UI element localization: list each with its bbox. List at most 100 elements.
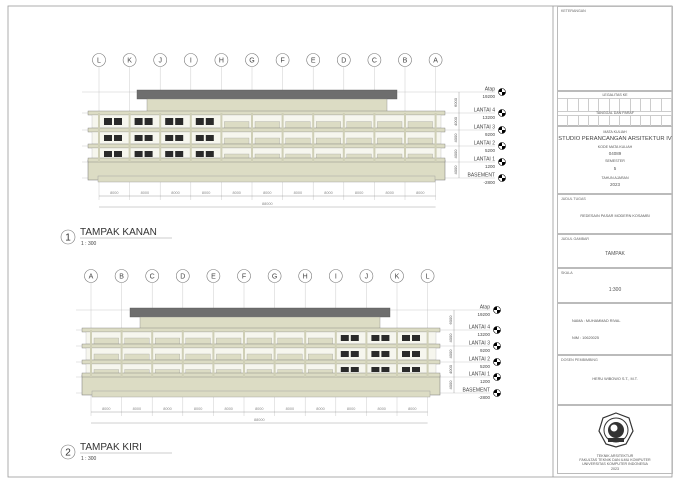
window — [195, 118, 204, 125]
level-elevation: 19200 — [477, 312, 490, 317]
level-name: LANTAI 2 — [469, 357, 491, 363]
balcony — [346, 121, 372, 129]
balcony — [155, 353, 180, 361]
grid-label: I — [190, 58, 192, 65]
window — [381, 367, 390, 372]
window — [114, 135, 122, 141]
balcony — [277, 337, 303, 345]
balcony — [155, 337, 180, 345]
grid-bubble — [145, 269, 159, 283]
window — [350, 335, 359, 341]
level-marker-fill — [493, 389, 501, 397]
grid-label: L — [426, 274, 430, 281]
floor-slab — [81, 343, 441, 349]
bay-dimension-text: 8000 — [232, 191, 240, 195]
floor-slab — [87, 143, 446, 149]
bay-dimension-text: 8000 — [110, 191, 118, 195]
window — [114, 151, 122, 157]
balcony — [407, 137, 433, 145]
bay-dimension-text: 8000 — [416, 191, 424, 195]
level-elevation: 5200 — [485, 148, 496, 153]
total-dimension-text: 88000 — [262, 202, 273, 206]
window — [371, 367, 380, 372]
level-elevation: 19200 — [482, 94, 495, 99]
balcony — [377, 137, 403, 145]
window — [134, 151, 143, 157]
window — [402, 351, 410, 357]
balcony — [377, 121, 403, 129]
balcony — [93, 337, 119, 345]
window — [175, 135, 184, 141]
window — [195, 151, 204, 157]
view-scale: 1 : 300 — [81, 241, 97, 247]
nim: NIM : 10620025 — [572, 336, 600, 340]
window — [165, 151, 174, 157]
balcony — [93, 353, 119, 361]
level-marker-fill — [498, 142, 506, 150]
grid-bubble — [306, 53, 321, 67]
column — [312, 113, 315, 162]
faculty: FAKULTAS TEKNIK DAN ILMU KOMPUTER — [579, 458, 651, 463]
view-number: 2 — [65, 448, 71, 459]
nama: NAMA : MUHAMMAD RIVAL — [572, 319, 621, 323]
grid-bubble — [176, 269, 190, 283]
window — [371, 351, 380, 357]
window — [134, 118, 143, 125]
kode: 04089 — [608, 151, 622, 156]
judul-gambar-label: JUDUL GAMBAR — [561, 237, 590, 241]
bay-dimension-text: 8000 — [224, 407, 232, 411]
column — [334, 330, 337, 377]
window — [350, 351, 359, 357]
grid-label: J — [158, 58, 162, 65]
bay-dimension-text: 8000 — [294, 191, 302, 195]
foundation — [97, 175, 436, 183]
window — [144, 118, 153, 125]
balcony — [254, 121, 280, 129]
bay-dimension-text: 8000 — [377, 407, 385, 411]
column — [365, 330, 368, 377]
window — [104, 118, 112, 125]
balcony — [308, 337, 333, 345]
tahun: 2023 — [609, 182, 620, 187]
level-name: LANTAI 3 — [474, 125, 496, 131]
university: UNIVERSITAS KOMPUTER INDONESIA — [582, 462, 648, 467]
window — [412, 367, 420, 372]
grid-label: L — [97, 58, 101, 65]
tahun-label: TAHUN AJARAN — [601, 176, 629, 180]
balcony — [316, 137, 341, 145]
legalitas-grid — [558, 98, 672, 112]
balcony — [216, 337, 242, 345]
vertical-dimension-text: 4000 — [453, 165, 458, 175]
window — [412, 335, 420, 341]
level-elevation: 13200 — [477, 332, 490, 337]
floor-slab — [87, 110, 446, 116]
bay-dimension-text: 8000 — [355, 191, 363, 195]
column — [181, 330, 184, 377]
grid-bubble — [92, 53, 106, 67]
level-name: BASEMENT — [462, 388, 490, 394]
grid-bubble — [390, 269, 404, 283]
floor-slab — [87, 157, 446, 163]
window — [340, 367, 349, 372]
mata-kuliah: STUDIO PERANCANGAN ARSITEKTUR IV — [558, 136, 672, 142]
window — [381, 351, 390, 357]
judul-gambar: TAMPAK — [605, 251, 625, 257]
level-name: Atap — [480, 305, 491, 311]
grid-label: G — [272, 274, 277, 281]
grid-label: F — [280, 58, 284, 65]
window — [144, 135, 153, 141]
view-number-bubble — [60, 444, 76, 460]
window — [402, 335, 410, 341]
balcony — [254, 137, 280, 145]
window — [165, 135, 174, 141]
balcony — [185, 353, 211, 361]
grid-bubble — [153, 53, 167, 67]
level-elevation: 9200 — [485, 132, 496, 137]
view-number: 1 — [65, 233, 71, 244]
bay-dimension-text: 8000 — [324, 191, 332, 195]
balcony — [346, 137, 372, 145]
column — [90, 330, 92, 377]
column — [151, 330, 154, 377]
column — [434, 113, 437, 162]
bay-dimension-text: 8000 — [102, 407, 110, 411]
